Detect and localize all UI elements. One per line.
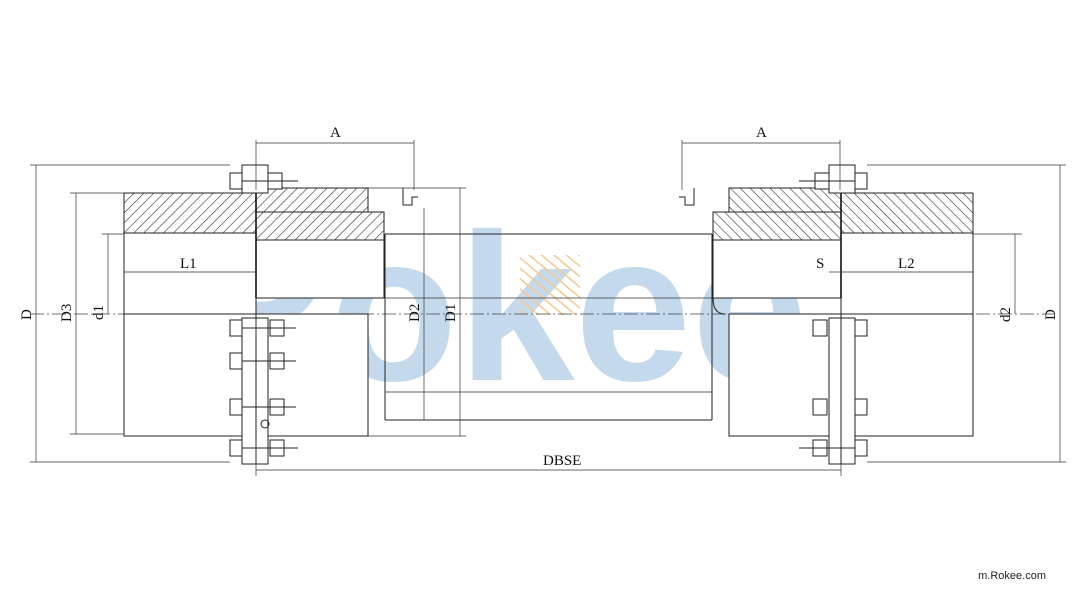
left-bolts bbox=[229, 172, 298, 457]
dim-label-l1: L1 bbox=[180, 256, 197, 272]
bolt-head-icon bbox=[229, 172, 243, 190]
dim-label-dbse: DBSE bbox=[543, 453, 581, 469]
dim-label-d-left: D bbox=[19, 309, 35, 320]
left-cover-section bbox=[255, 187, 369, 213]
dim-label-a-left: A bbox=[330, 125, 341, 141]
right-coupling-half bbox=[679, 164, 974, 465]
dim-label-d2: D2 bbox=[407, 304, 423, 322]
left-hub-upper bbox=[255, 239, 385, 299]
dim-label-d3: D3 bbox=[59, 304, 75, 322]
left-flange-plate-2 bbox=[255, 317, 269, 465]
dim-label-s: S bbox=[816, 256, 824, 272]
dim-label-l2: L2 bbox=[898, 256, 915, 272]
left-coupling-half bbox=[123, 164, 418, 465]
dim-label-d2-small: d2 bbox=[998, 307, 1014, 322]
left-mark-circle bbox=[260, 419, 270, 429]
left-top-flange bbox=[241, 164, 269, 194]
website-url: m.Rokee.com bbox=[978, 570, 1046, 582]
left-hook-detail bbox=[402, 188, 418, 206]
watermark-accent-stripes bbox=[520, 255, 580, 315]
left-flange-plate bbox=[241, 317, 257, 465]
dimension-labels: A A L1 L2 S DBSE D D3 d1 D2 D1 d2 D bbox=[19, 125, 1059, 469]
left-sleeve-upper bbox=[123, 232, 257, 315]
dim-label-d1-large: D1 bbox=[443, 304, 459, 322]
dimension-lines bbox=[30, 140, 1066, 476]
dim-label-d-right: D bbox=[1043, 309, 1059, 320]
dim-label-d1-small: d1 bbox=[91, 305, 107, 320]
intermediate-shaft bbox=[384, 233, 713, 421]
left-sleeve-section bbox=[123, 192, 257, 234]
left-hub-teeth-section bbox=[255, 211, 385, 241]
dim-label-a-right: A bbox=[756, 125, 767, 141]
